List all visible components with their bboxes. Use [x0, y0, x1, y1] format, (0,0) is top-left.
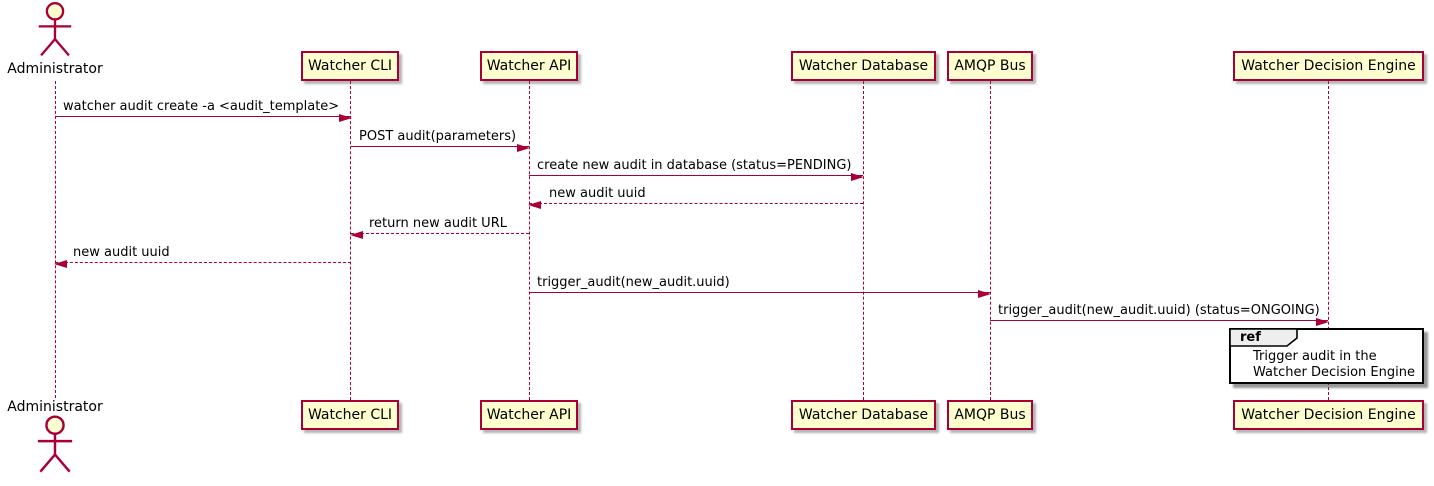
message-line: [529, 292, 990, 293]
participant-amqp-bus-top: AMQP Bus: [947, 51, 1033, 81]
ref-keyword: ref: [1240, 330, 1261, 345]
ref-fragment: ref Trigger audit in the Watcher Decisio…: [1229, 328, 1424, 384]
ref-text-line: Watcher Decision Engine: [1253, 365, 1415, 380]
message-new-audit-uuid-return: new audit uuid: [528, 185, 863, 209]
message-line: [990, 320, 1328, 321]
arrowhead-icon: [54, 260, 67, 268]
message-line: [529, 203, 863, 204]
participant-watcher-database-bottom: Watcher Database: [791, 400, 936, 430]
participant-watcher-api-top: Watcher API: [480, 51, 578, 81]
lifeline-amqp-bus: [990, 81, 991, 400]
participant-amqp-bus-bottom: AMQP Bus: [947, 400, 1033, 430]
message-label: new audit uuid: [549, 186, 646, 201]
participant-watcher-database-top: Watcher Database: [791, 51, 936, 81]
message-trigger-audit: trigger_audit(new_audit.uuid): [529, 274, 991, 298]
arrowhead-icon: [851, 173, 864, 181]
message-line: [55, 116, 351, 117]
message-label: new audit uuid: [73, 245, 170, 260]
arrowhead-icon: [1316, 318, 1329, 326]
ref-text-line: Trigger audit in the: [1253, 349, 1377, 364]
ref-pentagon-icon: [1229, 328, 1298, 347]
lifeline-watcher-cli: [350, 81, 351, 400]
administrator-actor-icon: [37, 415, 73, 473]
arrowhead-icon: [339, 114, 352, 122]
message-line: [351, 233, 529, 234]
arrowhead-icon: [528, 201, 541, 209]
lifeline-watcher-api: [529, 81, 530, 400]
participant-watcher-cli-top: Watcher CLI: [301, 51, 399, 81]
message-line: [55, 262, 351, 263]
message-line: [529, 175, 863, 176]
lifeline-administrator: [55, 81, 56, 398]
message-audit-create: watcher audit create -a <audit_template>: [55, 98, 352, 122]
lifeline-watcher-database: [863, 81, 864, 400]
message-label: return new audit URL: [369, 216, 507, 231]
ref-body: Trigger audit in the Watcher Decision En…: [1253, 349, 1415, 381]
message-post-audit: POST audit(parameters): [351, 128, 530, 152]
administrator-label-bottom: Administrator: [7, 399, 103, 415]
ref-header: ref: [1229, 328, 1298, 351]
lifeline-watcher-decision-engine: [1328, 81, 1329, 400]
message-trigger-audit-ongoing: trigger_audit(new_audit.uuid) (status=ON…: [990, 302, 1329, 326]
message-new-audit-uuid-admin: new audit uuid: [54, 244, 351, 268]
participant-watcher-decision-engine-bottom: Watcher Decision Engine: [1233, 400, 1424, 430]
administrator-label-top: Administrator: [7, 61, 103, 77]
arrowhead-icon: [517, 144, 530, 152]
message-label: trigger_audit(new_audit.uuid): [537, 275, 730, 290]
message-label: trigger_audit(new_audit.uuid) (status=ON…: [998, 303, 1320, 318]
arrowhead-icon: [978, 290, 991, 298]
message-line: [351, 146, 529, 147]
participant-watcher-cli-bottom: Watcher CLI: [301, 400, 399, 430]
participant-watcher-api-bottom: Watcher API: [480, 400, 578, 430]
message-return-audit-url: return new audit URL: [350, 215, 529, 239]
arrowhead-icon: [350, 231, 363, 239]
message-label: watcher audit create -a <audit_template>: [63, 99, 340, 114]
message-label: create new audit in database (status=PEN…: [537, 158, 852, 173]
administrator-actor-icon: [38, 2, 72, 57]
message-label: POST audit(parameters): [359, 129, 517, 144]
message-create-audit-db: create new audit in database (status=PEN…: [529, 157, 864, 181]
participant-watcher-decision-engine-top: Watcher Decision Engine: [1233, 51, 1424, 81]
